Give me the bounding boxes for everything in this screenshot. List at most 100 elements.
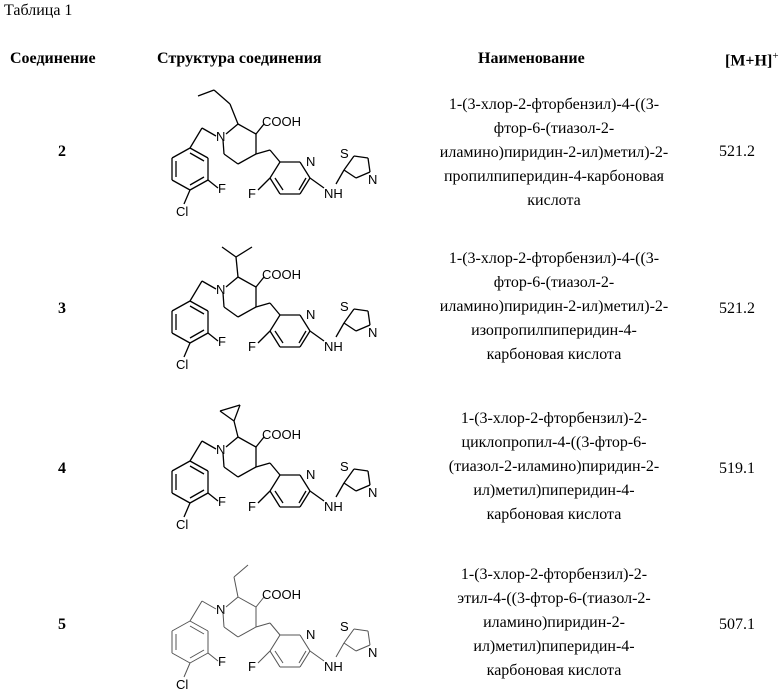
mass-value: 521.2 [719, 143, 755, 161]
nitrogen-label: N [216, 129, 225, 144]
bond [190, 601, 202, 621]
bond [270, 623, 280, 635]
mass-value: 507.1 [719, 616, 755, 634]
bond [270, 331, 280, 347]
bond [258, 178, 270, 190]
bond [226, 124, 238, 134]
fluorine-label: F [218, 494, 226, 509]
bond [270, 651, 280, 667]
bond [208, 333, 218, 341]
nitrogen-label: N [368, 325, 377, 340]
bond [172, 180, 190, 190]
compound-name: 1-(3-хлор-2-фторбензил)-2-этил-4-((3-фто… [395, 563, 713, 683]
bond [368, 311, 370, 325]
fluorine-label: F [248, 339, 256, 354]
header-structure: Структура соединения [157, 50, 322, 68]
bond [368, 158, 370, 172]
bond [238, 597, 256, 607]
bond [202, 281, 216, 289]
chlorine-label: Cl [176, 517, 188, 532]
bond [236, 247, 252, 257]
amine-label: NH [324, 339, 343, 354]
bond [190, 493, 208, 503]
bond [310, 651, 324, 661]
fluorine-label: F [218, 181, 226, 196]
bond [344, 170, 356, 178]
bond [258, 651, 270, 663]
header-compound: Соединение [10, 50, 96, 68]
bond [234, 421, 238, 437]
mass-value: 519.1 [719, 460, 755, 478]
bond [224, 467, 238, 477]
bond [270, 491, 280, 507]
compound-number: 2 [58, 143, 66, 161]
compound-name: 1-(3-хлор-2-фторбензил)-4-((3-фтор-6-(ти… [395, 93, 713, 213]
bond [208, 653, 218, 661]
amine-label: NH [324, 186, 343, 201]
header-mass: [M+H]+ [725, 50, 779, 70]
structure-image: NCOOHFNNHSNFCl [140, 553, 390, 698]
fluorine-label: F [248, 659, 256, 674]
bond [354, 629, 368, 631]
bond [226, 277, 238, 287]
bond [270, 463, 280, 475]
bond [238, 307, 256, 317]
bond [270, 178, 280, 194]
bond [190, 148, 208, 158]
bond [256, 463, 270, 467]
carboxyl-label: COOH [262, 114, 301, 129]
nitrogen-label: N [216, 282, 225, 297]
bond [208, 493, 218, 501]
nitrogen-label: N [368, 172, 377, 187]
bond [214, 90, 230, 104]
bond [258, 491, 270, 503]
bond [190, 301, 208, 311]
chlorine-label: Cl [176, 677, 188, 692]
bond [190, 621, 208, 631]
bond [172, 148, 190, 158]
molecule-structure: NCOOHFNNHSNFCl [140, 233, 390, 378]
bond [198, 90, 214, 96]
bond [258, 331, 270, 343]
bond [234, 405, 240, 421]
carboxyl-label: COOH [262, 427, 301, 442]
bond [234, 577, 238, 597]
nitrogen-label: N [216, 442, 225, 457]
bond [226, 437, 238, 447]
bond [190, 180, 208, 190]
bond [238, 124, 256, 134]
amine-label: NH [324, 499, 343, 514]
bond [202, 441, 216, 449]
bond [224, 307, 238, 317]
bond [238, 154, 256, 164]
table-caption: Таблица 1 [4, 2, 72, 20]
bond [336, 323, 344, 337]
bond [310, 491, 324, 501]
molecule-structure: NCOOHFNNHSNFCl [140, 80, 390, 225]
bond [236, 257, 238, 277]
bond [202, 601, 216, 609]
bond [172, 621, 190, 631]
sulfur-label: S [340, 299, 349, 314]
bond [368, 631, 370, 645]
sulfur-label: S [340, 146, 349, 161]
bond [336, 170, 344, 184]
fluorine-label: F [248, 499, 256, 514]
bond [368, 471, 370, 485]
bond [354, 156, 368, 158]
chlorine-label: Cl [176, 204, 188, 219]
bond [202, 128, 216, 136]
bond [224, 627, 238, 637]
compound-name: 1-(3-хлор-2-фторбензил)-4-((3-фтор-6-(ти… [395, 247, 713, 367]
bond [224, 154, 238, 164]
bond [234, 565, 248, 577]
bond [184, 190, 190, 204]
fluorine-label: F [218, 334, 226, 349]
bond [190, 128, 202, 148]
bond [172, 301, 190, 311]
bond [310, 178, 324, 188]
structure-image: NCOOHFNNHSNFCl [140, 233, 390, 378]
bond [256, 623, 270, 627]
bond [172, 333, 190, 343]
nitrogen-label: N [306, 467, 315, 482]
